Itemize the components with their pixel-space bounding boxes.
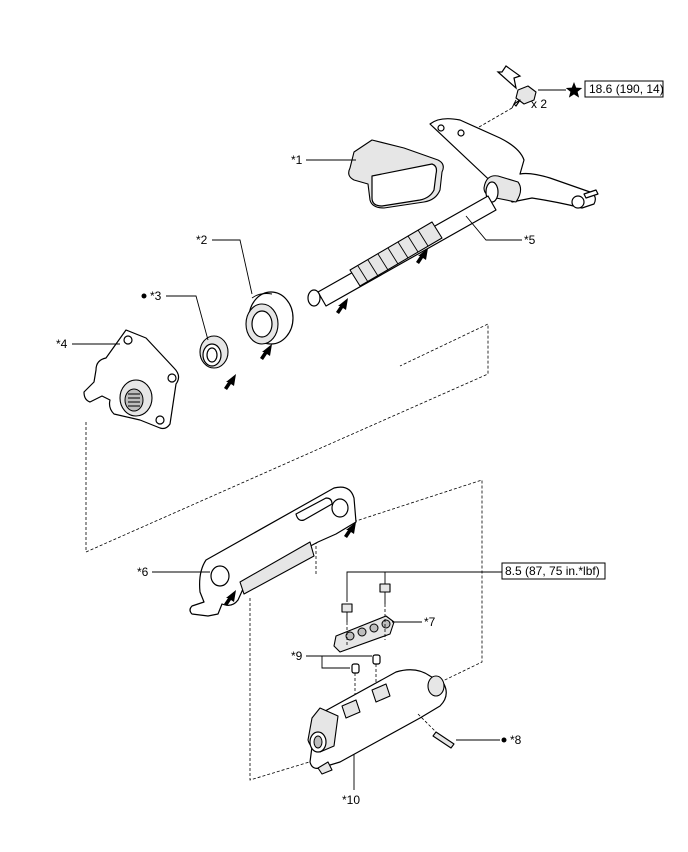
top-bolt <box>511 85 537 109</box>
housing-part <box>83 329 180 430</box>
label-part-7: *7 <box>424 615 436 629</box>
interlock-plate <box>333 615 395 653</box>
guide-box-lower <box>249 479 483 781</box>
star-icon <box>565 82 583 98</box>
hollow-arrow-icon <box>496 65 522 90</box>
label-part-5: *5 <box>524 233 536 247</box>
label-part-1: *1 <box>291 153 303 167</box>
leader-5 <box>465 215 522 241</box>
bolt-quantity: x 2 <box>531 97 547 111</box>
bullet-dot-icon <box>141 293 147 299</box>
bullet-dot-icon <box>501 737 507 743</box>
torque-value-top: 18.6 (190, 14) <box>589 82 664 96</box>
leader-9 <box>306 655 372 669</box>
label-part-6: *6 <box>137 565 149 579</box>
roll-pin <box>432 731 455 749</box>
shift-head-body <box>307 669 447 775</box>
plate-bolt-right <box>379 583 391 604</box>
shaft-assembly <box>307 118 599 307</box>
pad-part <box>348 139 444 209</box>
small-oil-seal <box>199 335 229 369</box>
torque-leader-mid <box>346 571 502 602</box>
guide-box-upper <box>85 323 489 553</box>
leader-3 <box>166 295 209 341</box>
leader-2 <box>212 239 253 295</box>
label-part-4: *4 <box>56 337 68 351</box>
torque-box-mid <box>501 562 606 580</box>
label-part-10: *10 <box>342 793 360 807</box>
roll-pin-guide <box>417 713 437 733</box>
label-part-9: *9 <box>291 649 303 663</box>
fork-part <box>189 486 357 617</box>
torque-box-top <box>584 80 664 98</box>
small-pins <box>351 654 381 674</box>
plate-bolt-left <box>341 603 353 622</box>
label-part-2: *2 <box>196 233 208 247</box>
solid-arrow-icon <box>224 248 428 606</box>
label-part-8: *8 <box>510 733 522 747</box>
bolt-guide-lines <box>346 604 386 646</box>
large-seal-ring <box>245 291 294 345</box>
label-part-3: *3 <box>150 289 162 303</box>
torque-value-mid: 8.5 (87, 75 in.*lbf) <box>505 564 600 578</box>
